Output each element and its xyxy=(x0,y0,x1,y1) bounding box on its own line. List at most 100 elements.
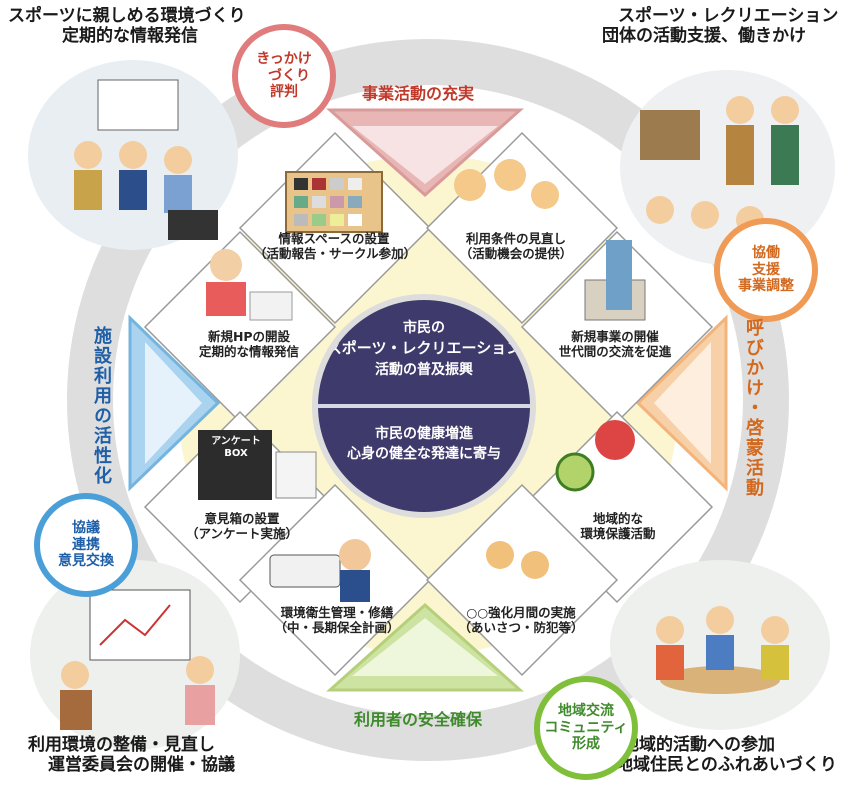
diamond-text-usage-terms: 利用条件の見直し（活動機会の提供） xyxy=(436,231,596,262)
bubble-line: 事業調整 xyxy=(738,278,794,295)
corner-line: スポーツ・レクリエーション xyxy=(618,6,839,26)
bubble-line: づくり xyxy=(267,67,310,84)
bubble-left: 協議連携意見交換 xyxy=(34,493,138,597)
diamond-text-opinion-box: 意見箱の設置（アンケート実施） xyxy=(172,511,312,542)
diamond-text-info-space: 情報スペースの設置（活動報告・サークル参加） xyxy=(254,231,417,262)
diamond-line: 環境保護活動 xyxy=(580,525,656,541)
hub-line: スポーツ・レクリエーション xyxy=(326,339,522,358)
diamond-line: ○○強化月間の実施 xyxy=(466,605,576,620)
bubble-line: きっかけ xyxy=(256,50,312,67)
arrow-label-left: 施設利用の活性化 xyxy=(91,326,112,486)
diamond-line: 定期的な情報発信 xyxy=(198,343,299,359)
central-hub: 市民の スポーツ・レクリエーション 活動の普及振興 市民の健康増進 心身の健全な… xyxy=(318,300,530,512)
box-sub: BOX xyxy=(224,447,248,459)
hub-line: 市民の xyxy=(403,320,445,336)
corner-text-top-right: スポーツ・レクリエーション 団体の活動支援、働きかけ xyxy=(602,6,838,46)
bottom-arrow-inner xyxy=(352,618,498,676)
corner-line: 利用環境の整備・見直し xyxy=(28,735,215,755)
right-arrow-inner xyxy=(654,342,711,464)
child-face xyxy=(521,551,549,579)
corner-line: 地域的活動への参加 xyxy=(622,735,775,755)
hub-divider xyxy=(318,404,530,408)
child-face xyxy=(486,541,514,569)
top-arrow-inner xyxy=(352,126,498,184)
corner-line: 団体の活動支援、働きかけ xyxy=(602,26,806,47)
arrow-label-right: 呼びかけ・啓蒙活動 xyxy=(743,318,764,498)
diamond-line: （活動機会の提供） xyxy=(459,245,573,261)
woman-body xyxy=(206,282,246,316)
corner-text-bottom-right: 地域的活動への参加 地域住民とのふれあいづくり xyxy=(616,735,837,775)
corner-line: 運営委員会の開催・協議 xyxy=(48,755,235,776)
arrow-label-bottom: 利用者の安全確保 xyxy=(354,710,483,729)
suggestion-box-illustration xyxy=(198,430,272,500)
outer-ring xyxy=(67,39,789,761)
bubble-line: 協議 xyxy=(72,519,100,536)
arrow-label-top: 事業活動の充実 xyxy=(362,84,475,103)
cafe-illustration xyxy=(656,606,789,694)
worker-body xyxy=(340,570,370,602)
scene-bottom-right xyxy=(610,560,830,730)
diamond-text-new-hp: 新規HPの開設定期的な情報発信 xyxy=(174,329,324,360)
bubble-line: 意見交換 xyxy=(58,553,114,570)
diamond-line: （活動報告・サークル参加） xyxy=(254,245,417,261)
bubble-bottom: 地域交流コミュニティ形成 xyxy=(534,676,638,780)
diamond-line: 情報スペースの設置 xyxy=(278,231,390,246)
board-notes xyxy=(294,178,362,226)
meeting-illustration xyxy=(640,96,799,234)
laptop-illustration xyxy=(249,291,293,321)
kid-face xyxy=(454,169,486,201)
bubble-line: 形成 xyxy=(571,736,600,753)
worker-face xyxy=(339,539,371,571)
diamond-line: 地域的な xyxy=(592,511,643,526)
man-figure xyxy=(606,240,632,310)
corner-line: スポーツに親しめる環境づくり xyxy=(8,6,246,26)
bubble-top-left: きっかけづくり評判 xyxy=(232,24,336,128)
bubble-right: 協働支援事業調整 xyxy=(714,218,818,322)
corner-line: 定期的な情報発信 xyxy=(62,26,198,47)
diamond-line: （アンケート実施） xyxy=(185,525,298,541)
hub-line: 心身の健全な発達に寄与 xyxy=(347,446,501,463)
hub-line: 活動の普及振興 xyxy=(375,362,473,379)
kid-face xyxy=(494,159,526,191)
hub-top-text: 市民の スポーツ・レクリエーション 活動の普及振興 xyxy=(318,318,530,380)
bubble-line: 評判 xyxy=(269,84,298,101)
woman-face xyxy=(210,249,242,281)
van-illustration xyxy=(269,554,341,588)
bubble-line: 連携 xyxy=(72,536,100,553)
diamond-text-new-event: 新規事業の開催世代間の交流を促進 xyxy=(540,329,690,360)
suggestion-box-label: アンケート BOX xyxy=(206,436,266,460)
hub-bottom-text: 市民の健康増進 心身の健全な発達に寄与 xyxy=(318,424,530,465)
scene-bottom-left xyxy=(30,560,240,750)
kid-face xyxy=(531,181,559,209)
bubble-line: コミュニティ xyxy=(544,719,628,736)
girl-hat-illustration xyxy=(595,420,635,460)
diamond-line: （あいさつ・防犯等） xyxy=(458,619,584,635)
corner-line: 地域住民とのふれあいづくり xyxy=(616,755,837,776)
diamond-line: 新規HPの開設 xyxy=(207,329,291,344)
diamond-text-environment: 地域的な環境保護活動 xyxy=(548,511,688,542)
whiteboard-illustration xyxy=(60,589,215,730)
questionnaire-sheet xyxy=(275,451,317,499)
diamond-line: 環境衛生管理・修繕 xyxy=(280,605,394,620)
scene-top-right xyxy=(620,70,835,265)
diamond-line: 世代間の交流を促進 xyxy=(558,343,672,359)
bubble-line: 支援 xyxy=(752,261,780,278)
diamond-text-campaign: ○○強化月間の実施（あいさつ・防犯等） xyxy=(446,605,596,636)
corner-text-bottom-left: 利用環境の整備・見直し 運営委員会の開催・協議 xyxy=(28,735,235,775)
bubble-line: 地域交流 xyxy=(557,702,614,719)
diamond-line: （中・長期保全計画） xyxy=(274,619,400,635)
diamond-line: 意見箱の設置 xyxy=(204,511,280,526)
diamond-line: 利用条件の見直し xyxy=(465,231,566,246)
left-arrow-inner xyxy=(145,342,202,464)
diamond-text-maintenance: 環境衛生管理・修繕（中・長期保全計画） xyxy=(262,605,412,636)
diamond-line: 新規事業の開催 xyxy=(571,329,659,344)
eco-badge-icon xyxy=(555,452,595,492)
people-illustration xyxy=(74,79,218,240)
diamond-shape xyxy=(425,483,619,677)
bubble-line: 協働 xyxy=(752,244,780,261)
scene-top-left xyxy=(28,60,238,250)
corner-text-top-left: スポーツに親しめる環境づくり 定期的な情報発信 xyxy=(8,6,246,46)
box-title: アンケート xyxy=(211,436,261,447)
